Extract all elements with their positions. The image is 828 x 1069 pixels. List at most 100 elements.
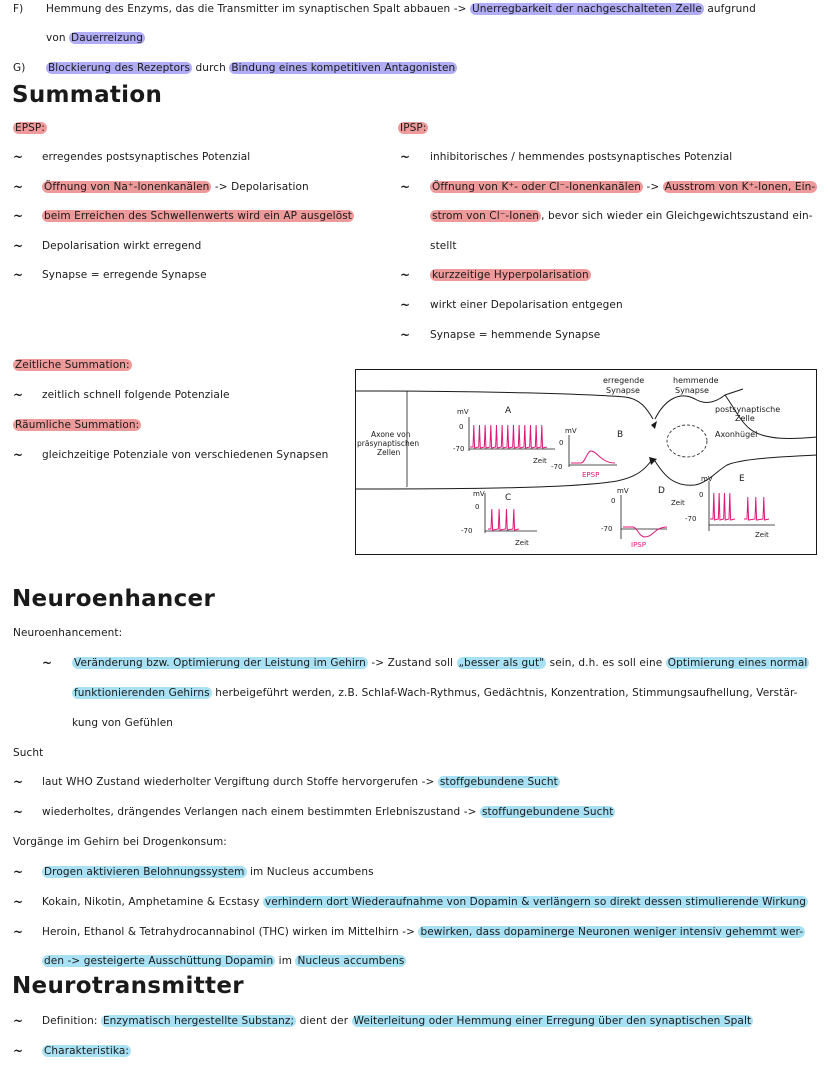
highlight: strom von Cl⁻-Ionen — [430, 210, 542, 222]
ipsp-item-cont: strom von Cl⁻-Ionen, bevor sich wieder e… — [430, 209, 813, 223]
epsp-item: Depolarisation wirkt erregend — [42, 239, 201, 253]
highlight: kurzzeitige Hyperpolarisation — [430, 269, 591, 281]
label-hemmende-synapse: Synapse — [675, 386, 709, 395]
text: Definition: — [42, 1015, 98, 1027]
axis-zeit: Zeit — [755, 531, 769, 539]
text: sein, d.h. es soll eine — [549, 657, 663, 669]
tick-minus70: -70 — [461, 527, 472, 535]
highlight: Weiterleitung oder Hemmung einer Erregun… — [351, 1015, 754, 1027]
bullet: ~ — [13, 388, 24, 402]
tick-minus70: -70 — [453, 445, 464, 453]
label-erregende-synapse: Synapse — [606, 386, 640, 395]
highlight: den -> gesteigerte Ausschüttung Dopamin — [42, 955, 276, 967]
neuro-line-3: kung von Gefühlen — [72, 717, 174, 729]
graph-e: mV 0 -70 Zeit Zeit E — [671, 474, 775, 539]
label-axonhuegel: Axonhügel — [715, 430, 757, 439]
highlight: Unerregbarkeit der nachgeschalteten Zell… — [469, 3, 704, 15]
charakteristika-line: Charakteristika: — [42, 1044, 132, 1058]
raeumlich-label: Räumliche Summation: — [13, 418, 142, 432]
spike-train — [744, 496, 770, 521]
epsp-item: erregendes postsynaptisches Potenzial — [42, 150, 250, 164]
bullet: ~ — [13, 1014, 24, 1028]
vorgaenge-item: Heroin, Ethanol & Tetrahydrocannabinol (… — [42, 925, 806, 939]
synapse-knob — [649, 421, 657, 465]
spike-train — [470, 424, 548, 449]
highlight: Charakteristika: — [42, 1045, 132, 1057]
ipsp-curve — [623, 526, 668, 538]
text: wiederholtes, drängendes Verlangen nach … — [42, 806, 477, 818]
tick-minus70: -70 — [685, 515, 696, 523]
line-g: Blockierung des Rezeptors durch Bindung … — [46, 61, 458, 75]
cell-nucleus — [666, 424, 708, 458]
graph-d: mV 0 -70 D IPSP — [601, 486, 668, 549]
highlight: Drogen aktivieren Belohnungssystem — [42, 866, 247, 878]
ipsp-label: IPSP: — [398, 121, 429, 135]
label: IPSP: — [398, 122, 429, 134]
graph-a: mV 0 -70 Zeit A — [453, 406, 555, 465]
zeitlich-text: zeitlich schnell folgende Potenziale — [42, 389, 230, 401]
marker-g: G) — [13, 62, 26, 74]
bullet: ~ — [400, 150, 411, 164]
tick-zero: 0 — [611, 497, 615, 505]
bullet: ~ — [400, 298, 411, 312]
vorgaenge-item-cont: den -> gesteigerte Ausschüttung Dopamin … — [42, 954, 407, 968]
label-zelle: Zelle — [735, 414, 755, 423]
highlight: Enzymatisch hergestellte Substanz; — [100, 1015, 297, 1027]
epsp-item: beim Erreichen des Schwellenwerts wird e… — [42, 209, 355, 223]
marker-f: F) — [13, 3, 24, 15]
text: im — [278, 955, 293, 967]
label-axone: Axone von — [371, 430, 411, 439]
label-zellen: Zellen — [377, 448, 401, 457]
tick-zero: 0 — [559, 439, 563, 447]
graph-c: mV 0 -70 Zeit C — [461, 490, 537, 547]
label-erregende: erregende — [603, 376, 644, 385]
highlight: stoffgebundene Sucht — [437, 776, 560, 788]
bullet: ~ — [13, 448, 24, 462]
text: aufgrund — [707, 3, 756, 15]
ipsp-item: Synapse = hemmende Synapse — [430, 329, 601, 341]
axon-outline — [355, 460, 652, 490]
label-epsp: EPSP — [582, 471, 599, 479]
label-hemmende: hemmende — [673, 376, 719, 385]
vorgaenge-item: Drogen aktivieren Belohnungssystem im Nu… — [42, 865, 374, 879]
vorgaenge-item: Kokain, Nikotin, Amphetamine & Ecstasy v… — [42, 895, 808, 909]
tick-minus70: -70 — [551, 463, 562, 471]
marker-c: C — [505, 493, 511, 503]
label-ipsp: IPSP — [631, 541, 646, 549]
marker-a: A — [505, 406, 512, 416]
axis-mv: mV — [701, 475, 713, 483]
bullet: ~ — [13, 268, 24, 282]
ipsp-item: kurzzeitige Hyperpolarisation — [430, 268, 591, 282]
highlight: Öffnung von K⁺- oder Cl⁻-Ionenkanälen — [430, 181, 644, 193]
postsynaptic-cell — [654, 388, 817, 486]
sucht-item: wiederholtes, drängendes Verlangen nach … — [42, 805, 616, 819]
highlight: Öffnung von Na⁺-Ionenkanälen — [42, 181, 212, 193]
highlight: Optimierung eines normal — [665, 657, 810, 669]
highlight: Ausstrom von K⁺-Ionen, Ein- — [662, 181, 818, 193]
label: Zeitliche Summation: — [13, 359, 132, 371]
text: , bevor sich wieder ein Gleichgewichtszu… — [541, 210, 813, 222]
highlight: stoffungebundene Sucht — [479, 806, 616, 818]
axis-mv: mV — [457, 408, 469, 416]
highlight: funktionierenden Gehirns — [72, 687, 212, 699]
axis-mv: mV — [617, 487, 629, 495]
spike-train — [710, 492, 736, 521]
bullet: ~ — [13, 209, 24, 223]
epsp-curve — [571, 450, 616, 464]
bullet: ~ — [42, 656, 53, 670]
heading-neuroenhancer: Neuroenhancer — [12, 586, 216, 612]
highlight: beim Erreichen des Schwellenwerts wird e… — [42, 210, 355, 222]
axis-zeit: Zeit — [533, 457, 547, 465]
bullet: ~ — [13, 775, 24, 789]
sucht-label: Sucht — [13, 747, 44, 759]
ipsp-item-cont: stellt — [430, 240, 457, 252]
axis-mv: mV — [565, 427, 577, 435]
bullet: ~ — [400, 268, 411, 282]
bullet: ~ — [13, 150, 24, 164]
axon-outline — [355, 390, 654, 420]
text: Synapse = erregende Synapse — [42, 269, 207, 281]
bullet: ~ — [13, 180, 24, 194]
marker-d: D — [658, 486, 665, 496]
graph-b: mV 0 -70 B EPSP — [551, 427, 623, 479]
summation-diagram: erregende Synapse hemmende Synapse posts… — [355, 369, 817, 555]
